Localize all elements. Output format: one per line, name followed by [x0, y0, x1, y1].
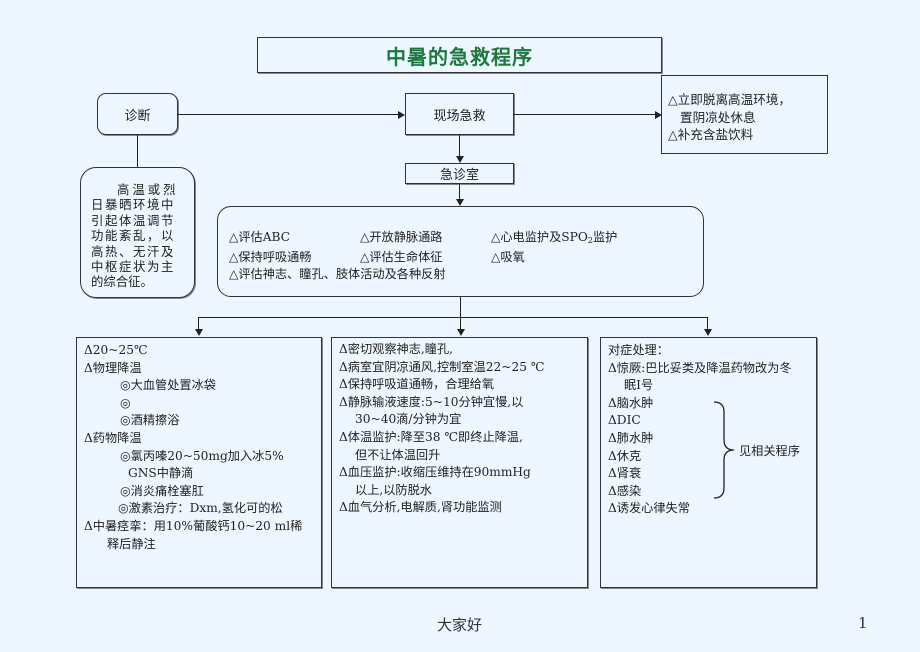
cooling-item: Δ药物降温 [84, 430, 142, 445]
diagram-title: 中暑的急救程序 [257, 37, 662, 73]
arrow-down-icon [455, 199, 464, 206]
onsite-action-item: 置阴凉处休息 [680, 109, 756, 125]
assess-item: △评估ABC [229, 230, 291, 244]
symptomatic-item: Δ惊厥:巴比妥类及降温药物改为冬 [608, 360, 792, 375]
node-definition: 高温或烈 日暴晒环境中 引起体温调节 功能紊乱，以 高热、无汗及 中枢症状为主 … [80, 167, 195, 298]
curly-brace-icon [713, 401, 735, 499]
assess-item-text: 监护 [592, 230, 618, 244]
monitoring-item: Δ密切观察神志,瞳孔, [339, 342, 454, 356]
monitoring-item: 但不让体温回升 [355, 447, 441, 462]
footer-text: 大家好 [437, 616, 483, 634]
arrow-down-icon [703, 329, 712, 336]
node-monitoring: Δ密切观察神志,瞳孔, Δ病室宜阴凉通风,控制室温22~25 ℃ Δ保持呼吸道通… [331, 337, 588, 588]
monitoring-item: Δ病室宜阴凉通风,控制室温22~25 ℃ [339, 359, 545, 374]
arrow-down-icon [194, 329, 203, 336]
cooling-item: Δ中暑痉挛：用10%葡酸钙10~20 ml稀 [84, 518, 303, 533]
monitoring-item: Δ保持呼吸道通畅，合理给氧 [339, 377, 495, 392]
subscript: 2 [587, 236, 593, 245]
node-onsite-rescue: 现场急救 [405, 93, 514, 135]
connector-diagnosis-onsite [178, 114, 398, 116]
symptomatic-item: Δ肾衰 [608, 466, 642, 481]
monitoring-item: Δ体温监护:降至38 ℃即终止降温, [339, 429, 523, 444]
assess-item: △开放静脉通路 [360, 230, 443, 244]
symptomatic-item: Δ诱发心律失常 [608, 501, 690, 516]
cooling-item: ◎ [120, 395, 131, 410]
node-emergency-room: 急诊室 [405, 163, 514, 184]
monitoring-item: Δ血压监护:收缩压维持在90mmHg [339, 465, 531, 480]
arrow-right-icon [655, 110, 662, 119]
definition-line: 高温或烈 [117, 182, 179, 197]
definition-line: 中枢症状为主 [91, 259, 175, 275]
node-diagnosis: 诊断 [97, 93, 178, 135]
definition-line: 日暴晒环境中 [91, 197, 175, 213]
connector-assess-branch [460, 297, 462, 318]
connector-branch-right [707, 317, 709, 330]
cooling-item: ◎消炎痛栓塞肛 [120, 483, 204, 498]
brace-label: 见相关程序 [739, 444, 800, 458]
connector-branch-left [198, 317, 200, 330]
node-cooling: Δ20~25℃ Δ物理降温 ◎大血管处置冰袋 ◎ ◎酒精擦浴 Δ药物降温 ◎氯丙… [76, 337, 322, 588]
definition-line: 的综合征。 [91, 274, 153, 290]
connector-er-assess [459, 184, 461, 200]
connector-onsite-er [459, 135, 461, 157]
assess-item: △保持呼吸通畅 [229, 250, 312, 265]
assess-item: △评估神志、瞳孔、肢体活动及各种反射 [229, 266, 446, 281]
assess-item: △评估生命体征 [360, 250, 443, 265]
cooling-item: 释后静注 [107, 536, 156, 551]
symptomatic-item: Δ休克 [608, 448, 642, 463]
symptomatic-item: 对症处理： [608, 343, 669, 357]
definition-line: 功能紊乱，以 [91, 228, 175, 244]
symptomatic-item: 眠I号 [624, 378, 654, 393]
node-onsite-actions: △立即脱离高温环境， 置阴凉处休息 △补充含盐饮料 [661, 75, 828, 154]
assess-item-text: △心电监护及SPO [491, 230, 588, 244]
arrow-down-icon [456, 329, 465, 336]
definition-line: 引起体温调节 [91, 212, 175, 228]
symptomatic-item: Δ感染 [608, 483, 642, 498]
definition-line: 高热、无汗及 [91, 243, 175, 259]
symptomatic-item: ΔDIC [608, 413, 641, 428]
cooling-item: Δ20~25℃ [84, 343, 148, 357]
monitoring-item: 以上,以防脱水 [355, 482, 432, 497]
cooling-item: GNS中静滴 [128, 466, 194, 481]
onsite-action-item: △补充含盐饮料 [668, 127, 754, 142]
node-symptomatic: 对症处理： Δ惊厥:巴比妥类及降温药物改为冬 眠I号 Δ脑水肿 ΔDIC Δ肺水… [600, 337, 817, 588]
monitoring-item: 30~40滴/分钟为宜 [355, 412, 462, 427]
node-assessment: △评估ABC △开放静脉通路 △心电监护及SPO2监护 △保持呼吸通畅 △评估生… [217, 206, 704, 297]
page-number: 1 [858, 614, 868, 632]
cooling-item: ◎大血管处置冰袋 [120, 378, 216, 393]
cooling-item: ◎酒精擦浴 [120, 413, 180, 428]
assess-item: △心电监护及SPO2监护 [491, 229, 671, 249]
arrow-down-icon [455, 156, 464, 163]
symptomatic-item: Δ肺水肿 [608, 430, 654, 445]
cooling-item: Δ物理降温 [84, 360, 142, 375]
onsite-action-item: △立即脱离高温环境， [668, 92, 792, 107]
connector-diagnosis-definition [137, 135, 139, 168]
arrow-right-icon [398, 110, 405, 119]
connector-branch-middle [460, 317, 462, 330]
symptomatic-item: Δ脑水肿 [608, 395, 654, 410]
connector-onsite-actions [514, 114, 655, 116]
cooling-item: ◎激素治疗：Dxm,氢化可的松 [118, 501, 283, 516]
connector-branch-horizontal [198, 317, 708, 319]
monitoring-item: Δ血气分析,电解质,肾功能监测 [339, 500, 502, 515]
monitoring-item: Δ静脉输液速度:5~10分钟宜慢,以 [339, 394, 524, 409]
assess-item: △吸氧 [491, 250, 525, 265]
cooling-item: ◎氯丙嗪20~50mg加入冰5% [120, 448, 284, 463]
